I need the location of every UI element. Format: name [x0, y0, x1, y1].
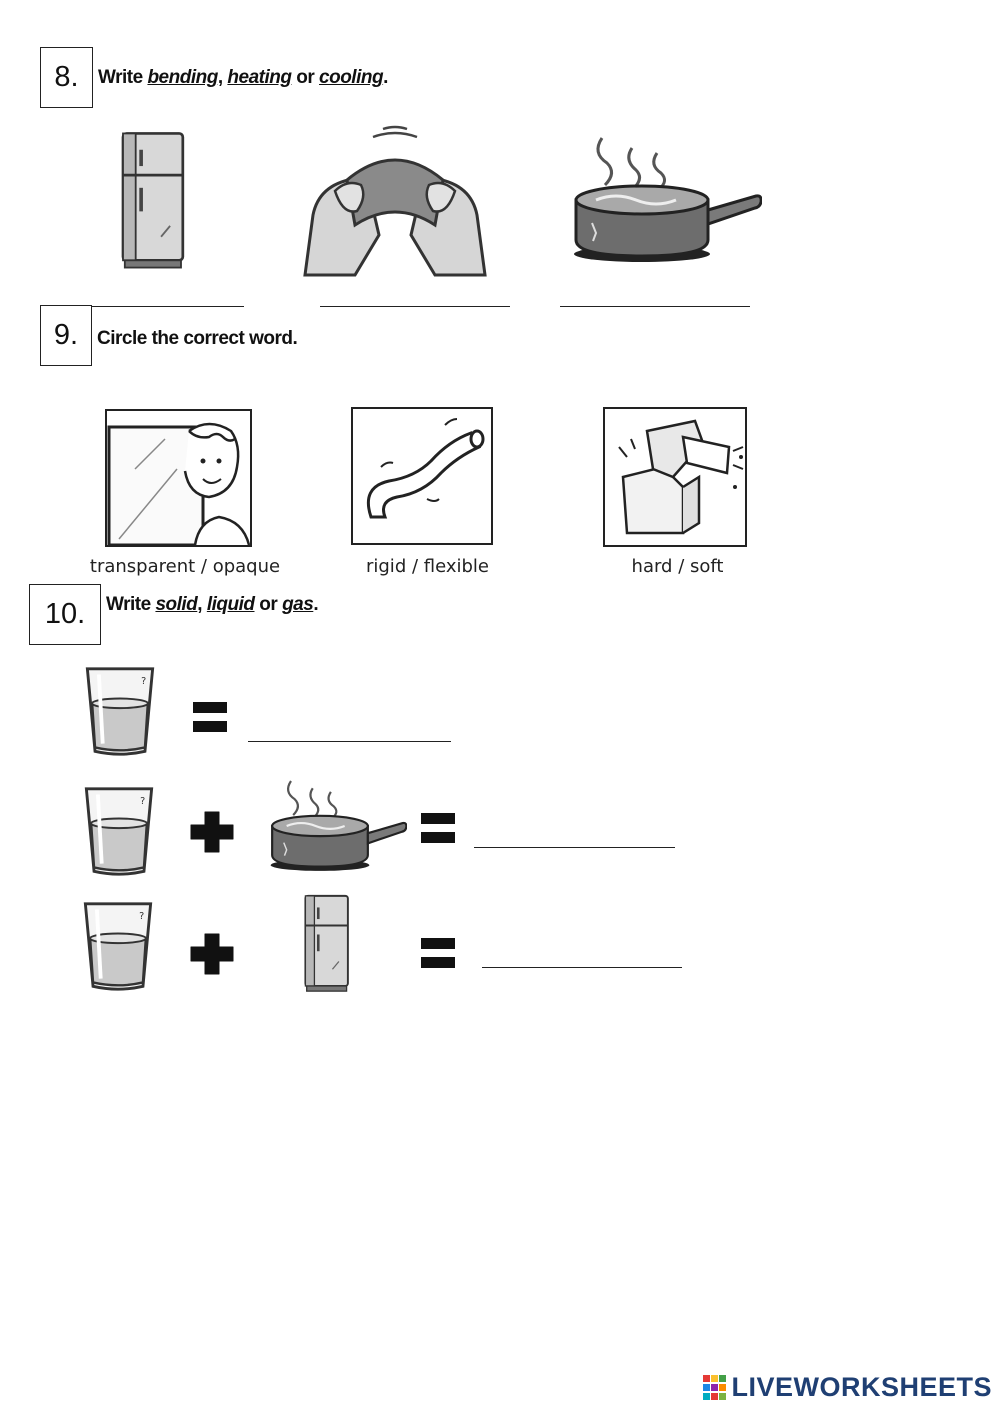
answer-line-q10-2[interactable]: [474, 847, 675, 848]
boiling-pot-icon: [562, 128, 762, 268]
question-number-8: 8.: [40, 47, 93, 108]
liveworksheets-logo[interactable]: LIVEWORKSHEETS: [703, 1372, 992, 1403]
logo-text: LIVEWORKSHEETS: [731, 1372, 992, 1402]
caption-hard-soft[interactable]: hard / soft: [631, 556, 724, 577]
window-boy-icon: [105, 409, 252, 547]
fridge-icon: [92, 128, 212, 273]
plus-icon: [190, 811, 234, 853]
liveworksheets-logo-icon: [703, 1374, 727, 1400]
answer-line-q8-2[interactable]: [320, 306, 510, 307]
caption-rigid-flexible[interactable]: rigid / flexible: [365, 556, 489, 577]
equals-icon: [193, 702, 227, 732]
water-glass-icon: [79, 783, 159, 879]
answer-line-q10-3[interactable]: [482, 967, 682, 968]
bending-hands-icon: [303, 125, 487, 277]
answer-line-q10-1[interactable]: [248, 741, 451, 742]
caption-transparent-opaque[interactable]: transparent / opaque: [89, 556, 281, 577]
equals-icon: [421, 813, 455, 843]
answer-line-q8-3[interactable]: [560, 306, 750, 307]
question-number-10: 10.: [29, 584, 101, 645]
question-number-9: 9.: [40, 305, 92, 366]
instruction-q10: Write solid, liquid or gas.: [106, 594, 319, 615]
breaking-block-icon: [603, 407, 747, 547]
plus-icon: [190, 933, 234, 975]
instruction-q8: Write bending, heating or cooling.: [98, 67, 388, 88]
boiling-pot-icon: [262, 772, 407, 877]
answer-line-q8-1[interactable]: [92, 306, 244, 307]
water-glass-icon: [78, 898, 158, 994]
flexible-tube-icon: [351, 407, 493, 545]
equals-icon: [421, 938, 455, 968]
instruction-q9: Circle the correct word.: [97, 328, 298, 349]
water-glass-icon: [80, 663, 160, 759]
fridge-icon: [290, 892, 362, 995]
